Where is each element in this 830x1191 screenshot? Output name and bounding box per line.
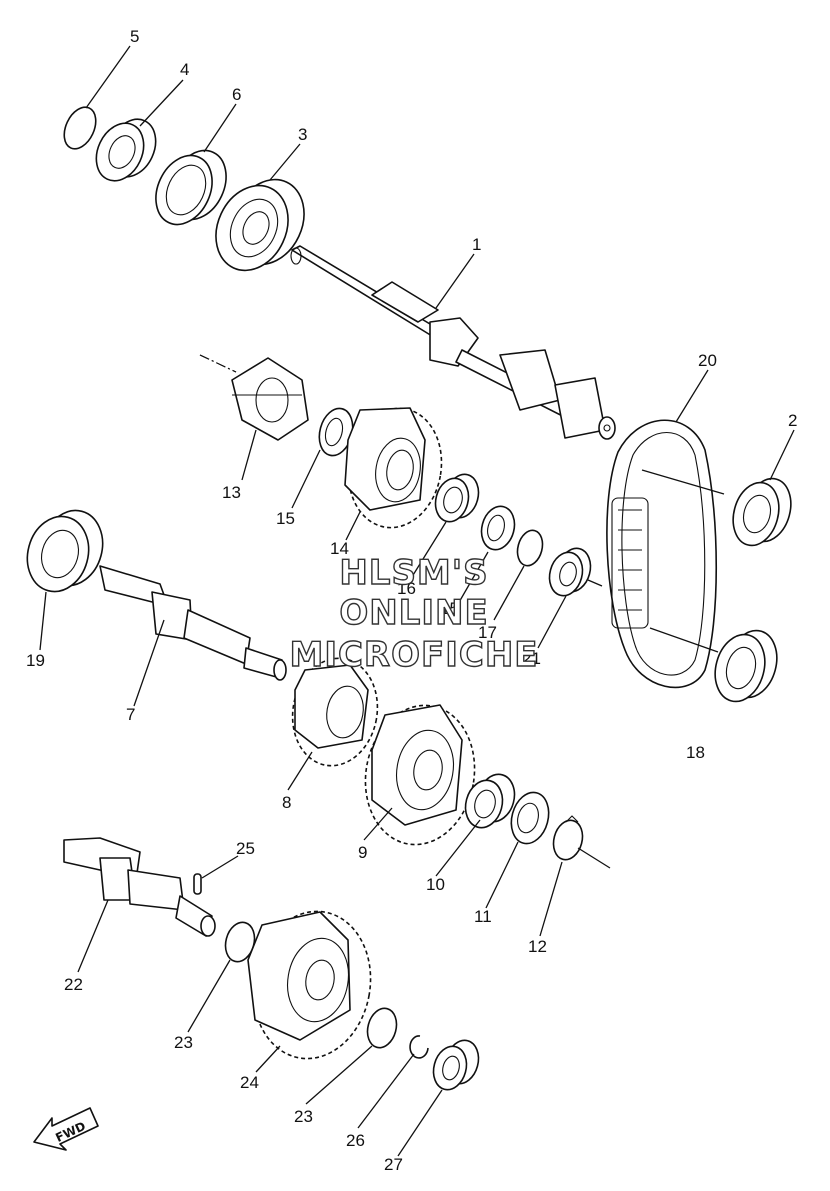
part-23-circlip-lower[interactable] — [363, 1005, 400, 1051]
callout-18[interactable]: 18 — [686, 743, 705, 762]
callout-15-upper[interactable]: 15 — [276, 509, 295, 528]
callout-21[interactable]: 21 — [522, 649, 541, 668]
callout-23-upper[interactable]: 23 — [174, 1033, 193, 1052]
callout-14[interactable]: 14 — [330, 539, 349, 558]
callout-24[interactable]: 24 — [240, 1073, 259, 1092]
callout-11[interactable]: 11 — [474, 907, 492, 926]
part-20-drive-chain[interactable] — [606, 419, 717, 689]
callout-3[interactable]: 3 — [298, 125, 307, 144]
callout-12[interactable]: 12 — [528, 937, 547, 956]
callouts: 5 4 6 3 1 20 2 13 15 14 16 15 17 21 19 7… — [26, 27, 797, 1174]
callout-19[interactable]: 19 — [26, 651, 45, 670]
part-1-main-axle[interactable] — [290, 245, 616, 440]
callout-8[interactable]: 8 — [282, 793, 291, 812]
part-6-collar[interactable] — [145, 141, 237, 233]
part-22-secondary-shaft[interactable] — [63, 837, 216, 937]
part-9-gear[interactable] — [355, 697, 486, 854]
part-8-gear[interactable] — [284, 652, 385, 773]
callout-26[interactable]: 26 — [346, 1131, 365, 1150]
callout-25[interactable]: 25 — [236, 839, 255, 858]
watermark-line-1: HLSM'S — [339, 553, 488, 593]
callout-16[interactable]: 16 — [397, 579, 416, 598]
callout-6[interactable]: 6 — [232, 85, 241, 104]
part-24-large-gear[interactable] — [242, 902, 382, 1068]
leader-lines — [39, 45, 795, 1157]
part-16-needle-bearing[interactable] — [431, 471, 483, 526]
fwd-arrow-icon: FWD — [33, 1107, 99, 1151]
part-3-bearing[interactable] — [203, 168, 318, 282]
part-27-bearing[interactable] — [429, 1037, 483, 1094]
watermark-line-3: MICROFICHE — [289, 635, 538, 675]
part-21-oil-seal[interactable] — [545, 545, 595, 600]
part-26-circlip[interactable] — [409, 1035, 429, 1059]
callout-9[interactable]: 9 — [358, 843, 367, 862]
part-25-pin[interactable] — [193, 873, 202, 895]
part-10-needle-bearing[interactable] — [460, 770, 519, 832]
watermark: HLSM'S ONLINE MICROFICHE — [289, 552, 538, 675]
part-4-oil-seal[interactable] — [87, 112, 164, 189]
callout-20[interactable]: 20 — [698, 351, 717, 370]
callout-15-lower[interactable]: 15 — [440, 599, 459, 618]
callout-17[interactable]: 17 — [478, 623, 497, 642]
callout-5[interactable]: 5 — [130, 27, 139, 46]
callout-10[interactable]: 10 — [426, 875, 445, 894]
part-5-o-ring[interactable] — [58, 102, 102, 154]
part-17-circlip[interactable] — [514, 528, 546, 569]
part-12-circlip[interactable] — [549, 815, 586, 863]
part-11-washer[interactable] — [506, 788, 554, 848]
part-14-gear[interactable] — [339, 401, 450, 535]
callout-2[interactable]: 2 — [788, 411, 797, 430]
watermark-line-2: ONLINE — [339, 593, 488, 633]
part-7-drive-axle[interactable] — [99, 565, 287, 681]
callout-7[interactable]: 7 — [126, 705, 135, 724]
part-2-bearing[interactable] — [726, 473, 797, 550]
callout-4[interactable]: 4 — [180, 60, 189, 79]
callout-23-lower[interactable]: 23 — [294, 1107, 313, 1126]
callout-27[interactable]: 27 — [384, 1155, 403, 1174]
part-13-dog-clutch[interactable] — [231, 357, 309, 441]
callout-13[interactable]: 13 — [222, 483, 241, 502]
part-19-bearing[interactable] — [19, 504, 111, 599]
callout-1[interactable]: 1 — [472, 235, 481, 254]
callout-22[interactable]: 22 — [64, 975, 83, 994]
part-18-bearing[interactable] — [708, 625, 784, 707]
assembly-outline-top — [199, 354, 237, 373]
part-15-washer-lower[interactable] — [477, 503, 519, 554]
